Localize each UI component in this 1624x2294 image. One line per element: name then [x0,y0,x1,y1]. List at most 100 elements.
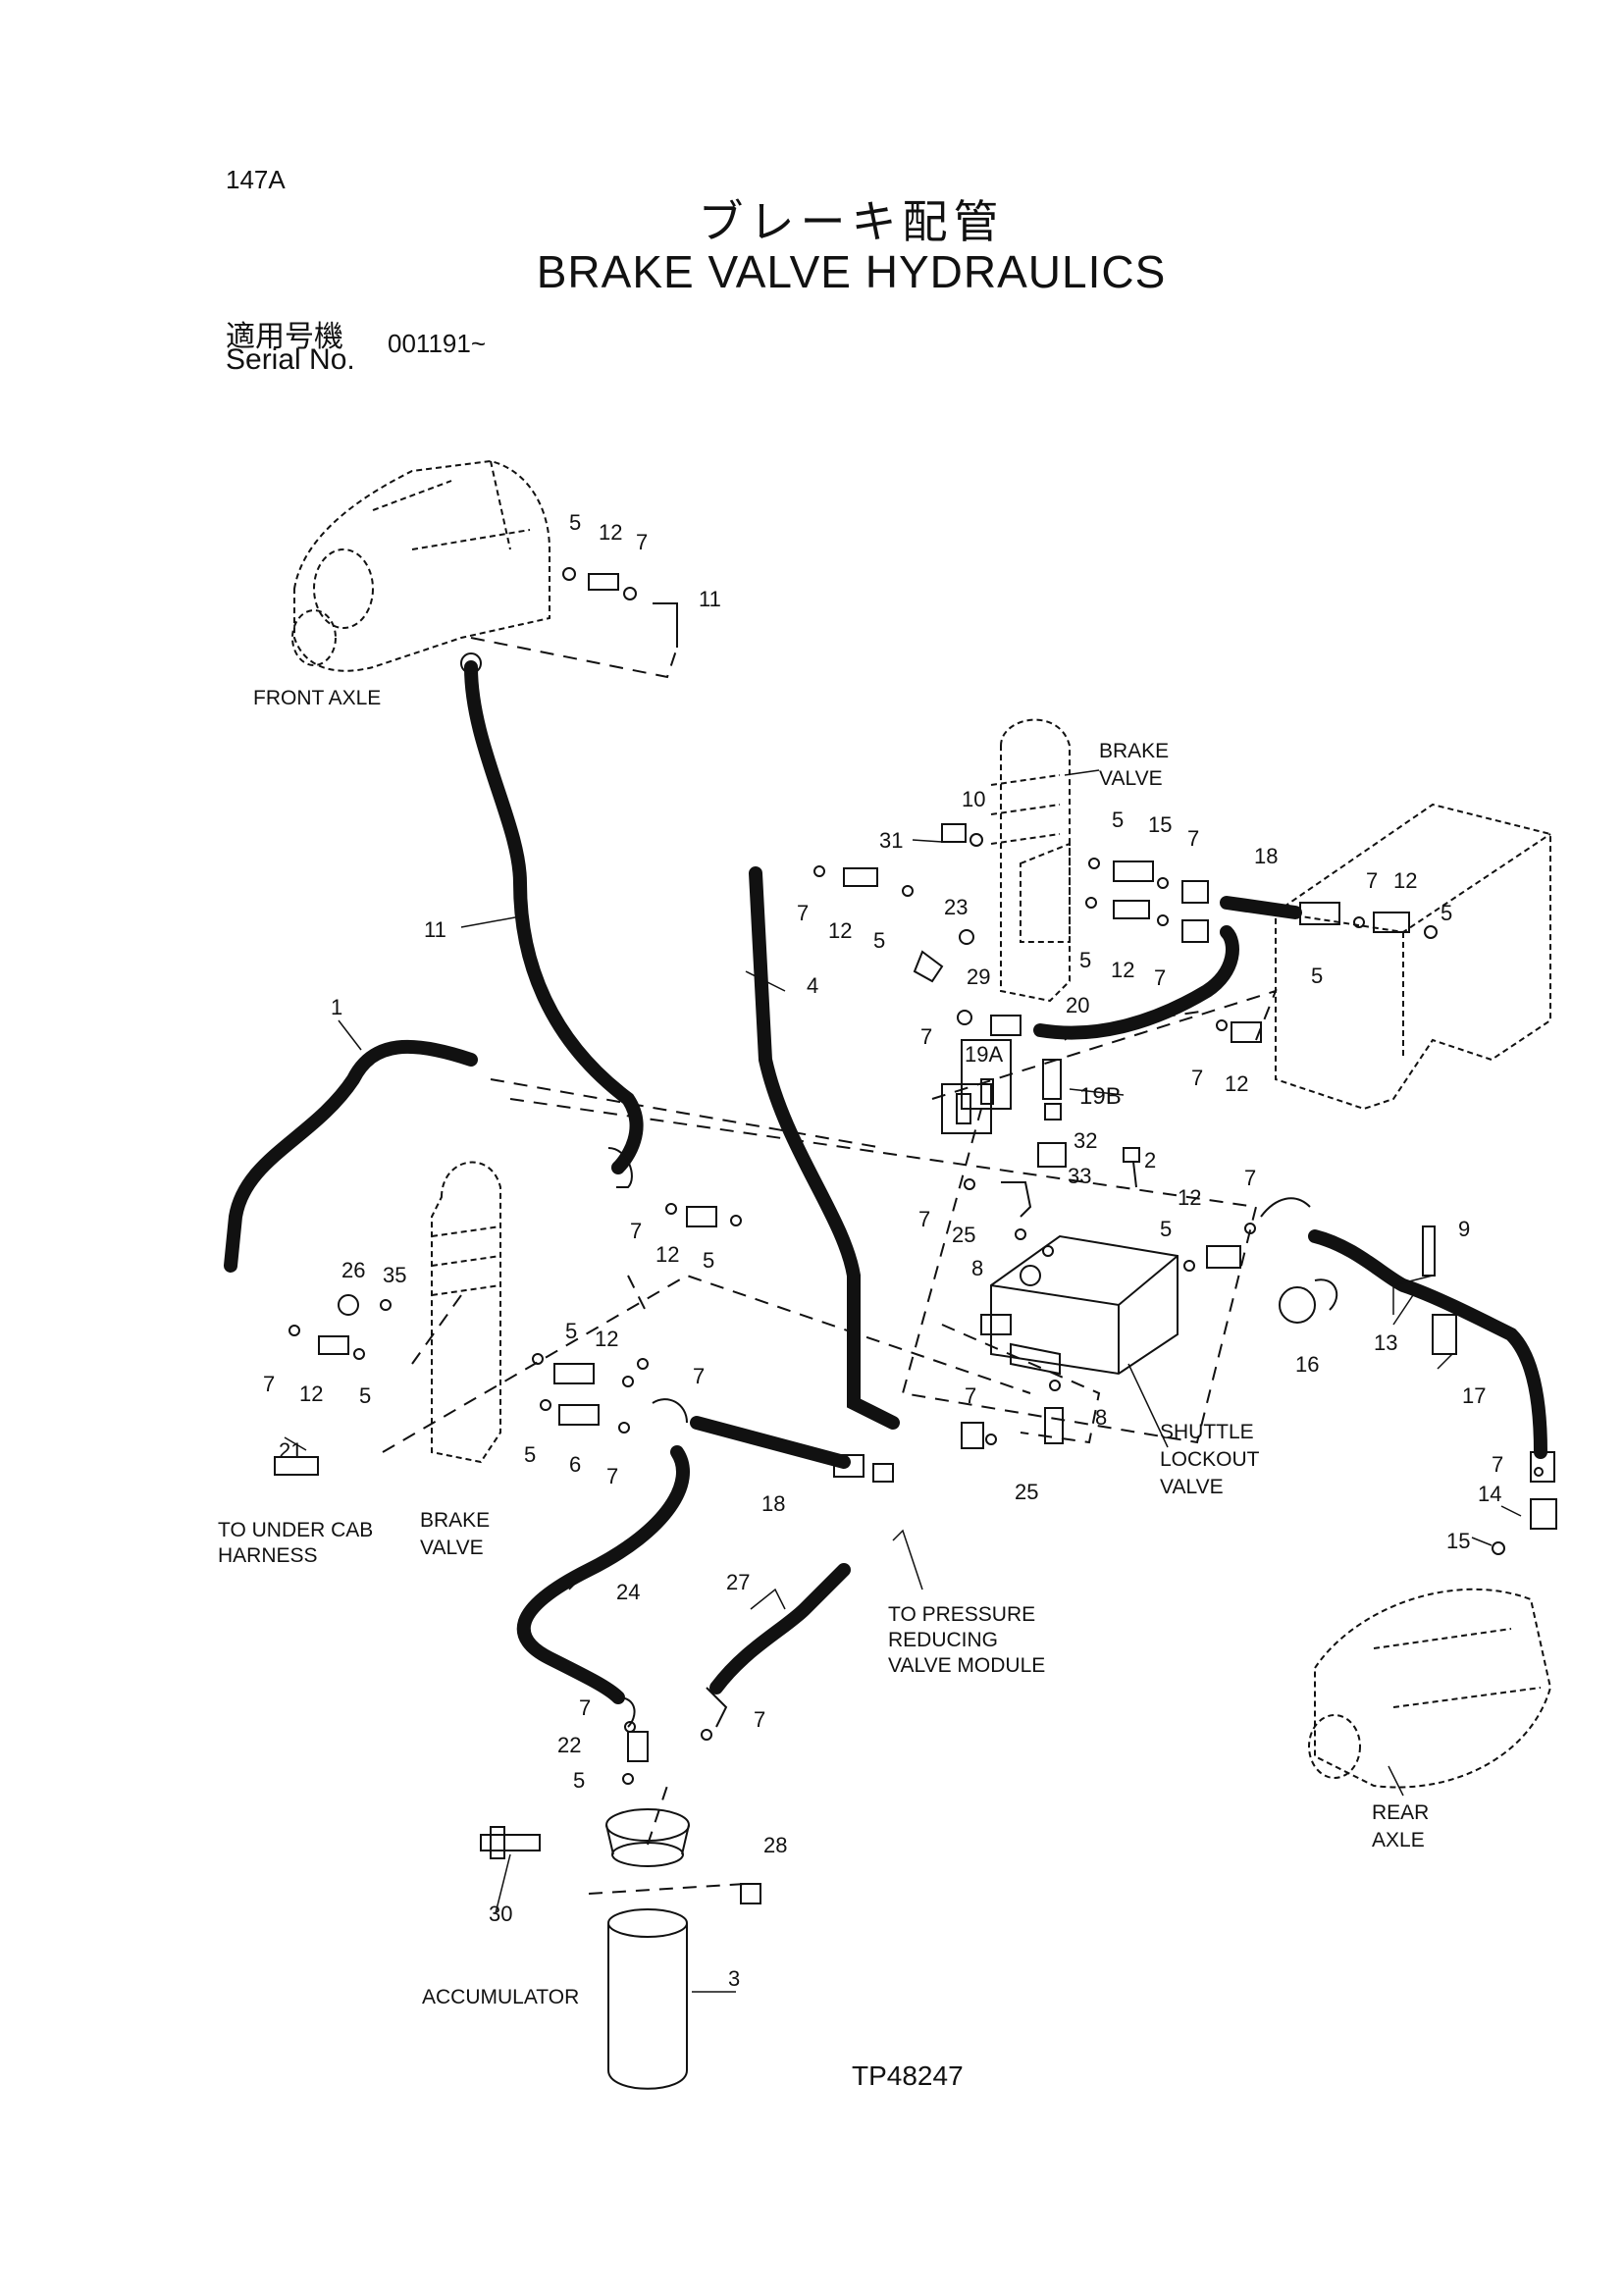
front-axle-drawing [291,459,550,672]
callout-7: 7 [1187,826,1199,851]
callout-21: 21 [279,1438,302,1463]
callout-33: 33 [1068,1164,1091,1188]
callout-7: 7 [630,1219,642,1243]
callout-7: 7 [693,1364,705,1388]
title-english: BRAKE VALVE HYDRAULICS [536,246,1167,297]
callout-7: 7 [797,901,809,925]
label-front-axle: FRONT AXLE [253,687,381,709]
callout-23: 23 [944,895,968,919]
callout-20: 20 [1066,993,1089,1017]
callout-25: 25 [952,1223,975,1247]
callout-11: 11 [699,587,721,611]
callout-5: 5 [359,1383,371,1408]
label-shuttle-1: SHUTTLE [1160,1421,1254,1443]
callout-19a: 19A [965,1042,1003,1067]
callout-7: 7 [1366,868,1378,893]
serial-label-english: Serial No. [226,343,355,376]
label-brake-valve-left-1: BRAKE [420,1509,490,1532]
callout-12: 12 [299,1382,323,1406]
callout-12: 12 [599,520,622,545]
callout-7: 7 [606,1464,618,1488]
callout-12: 12 [828,918,852,943]
callout-32: 32 [1074,1128,1097,1153]
callout-7: 7 [965,1383,976,1408]
callout-19b: 19B [1079,1083,1122,1110]
callout-12: 12 [1393,868,1417,893]
shuttle-lockout-valve-drawing [990,1234,1179,1376]
callout-5: 5 [1311,964,1323,988]
hose-24 [516,1445,690,1704]
callout-29: 29 [967,965,990,989]
hose-11 [464,660,644,1174]
callout-15: 15 [1148,812,1172,837]
drawing-number: TP48247 [852,2060,964,2091]
title-japanese: ブレーキ配管 [698,195,1005,248]
hose-27 [709,1563,851,1694]
callout-7: 7 [920,1024,932,1049]
callout-12: 12 [595,1327,618,1351]
label-accumulator: ACCUMULATOR [422,1986,579,2008]
callout-30: 30 [489,1902,512,1926]
callout-5: 5 [873,928,885,953]
callout-7: 7 [579,1695,591,1720]
fittings [274,567,1557,1904]
callout-5: 5 [565,1319,577,1343]
label-brake-valve-top-1: BRAKE [1099,740,1169,762]
callout-5: 5 [524,1442,536,1467]
callout-18: 18 [1254,844,1278,868]
callout-7: 7 [754,1707,765,1732]
label-pressure-3: VALVE MODULE [888,1654,1045,1677]
callout-5: 5 [703,1248,714,1273]
callout-7: 7 [263,1372,275,1396]
callout-18: 18 [761,1491,785,1516]
callout-17: 17 [1462,1383,1486,1408]
callout-24: 24 [616,1580,640,1604]
callout-11: 11 [424,917,446,942]
callout-7: 7 [1244,1166,1256,1190]
callout-12: 12 [1111,958,1134,982]
hose-18-bottom [690,1416,851,1469]
callout-5: 5 [1441,901,1452,925]
label-shuttle-2: LOCKOUT [1160,1448,1260,1471]
callout-5: 5 [1112,808,1124,832]
accumulator-drawing [605,1808,690,2090]
callout-6: 6 [569,1452,581,1477]
callout-14: 14 [1478,1482,1501,1506]
callout-9: 9 [1458,1217,1470,1241]
callout-8: 8 [1095,1405,1107,1430]
callout-7: 7 [1154,965,1166,990]
label-under-cab-1: TO UNDER CAB [218,1519,373,1541]
hose-1 [224,1039,478,1273]
label-shuttle-3: VALVE [1160,1476,1224,1498]
callout-7: 7 [1492,1452,1503,1477]
callout-7: 7 [918,1207,930,1231]
rear-axle-drawing [1308,1588,1552,1789]
rear-frame-drawing [1275,803,1551,1111]
callout-12: 12 [1178,1185,1201,1210]
callout-10: 10 [962,787,985,811]
callout-4: 4 [807,973,818,998]
hose-13 [1308,1229,1547,1459]
callout-5: 5 [569,510,581,535]
callout-22: 22 [557,1733,581,1757]
serial-value: 001191~ [388,329,487,358]
callout-1: 1 [331,995,342,1019]
callout-3: 3 [728,1966,740,1991]
label-rear-axle-1: REAR [1372,1801,1429,1824]
callout-13: 13 [1374,1330,1397,1355]
callout-12: 12 [655,1242,679,1267]
hose-18-top [1220,896,1302,919]
leader-lines [284,769,1522,1993]
callout-27: 27 [726,1570,750,1594]
callout-31: 31 [879,828,903,853]
brake-valve-left-drawing [431,1161,501,1464]
hose-20 [1033,925,1239,1040]
callout-7: 7 [636,530,648,554]
brake-valve-top-drawing [990,718,1071,1003]
callout-2: 2 [1144,1148,1156,1173]
label-under-cab-2: HARNESS [218,1544,318,1567]
label-rear-axle-2: AXLE [1372,1829,1425,1851]
callout-16: 16 [1295,1352,1319,1377]
callout-7: 7 [1191,1066,1203,1090]
